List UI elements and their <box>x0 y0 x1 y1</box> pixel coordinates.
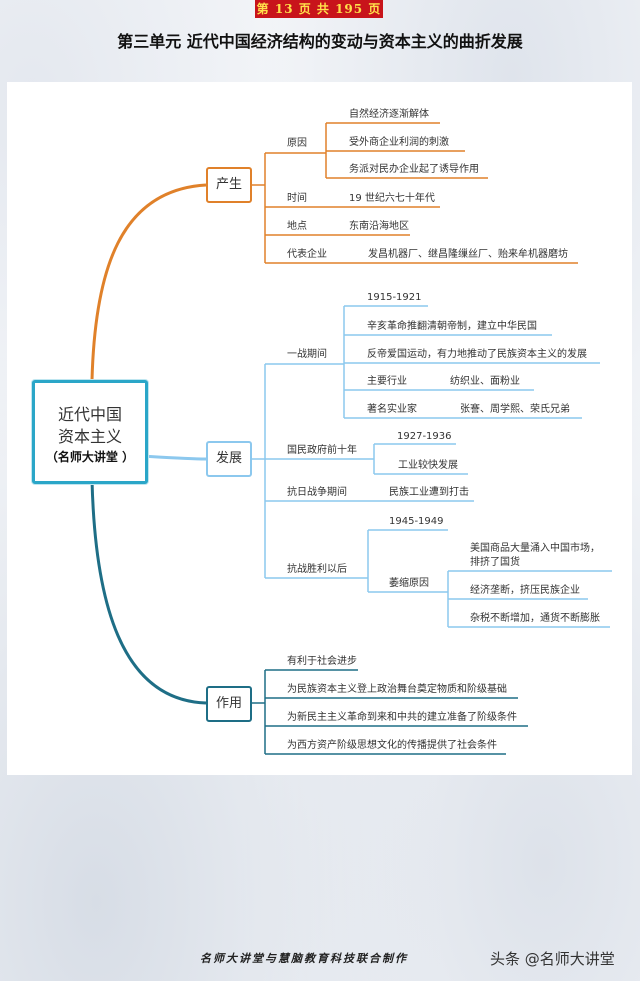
effect-item-1: 有利于社会进步 <box>287 656 357 667</box>
trunk-zuoyong <box>90 479 207 705</box>
value-shiyejia: 张謇、周学熙、荣氏兄弟 <box>460 404 570 415</box>
node-chansheng: 产生 <box>206 167 252 203</box>
trunk-fazhan <box>141 454 207 461</box>
reason-item-2: 受外商企业利润的刺激 <box>349 137 449 148</box>
effect-item-3: 为新民主主义革命到来和中共的建立准备了阶级条件 <box>287 712 517 723</box>
value-hangye: 纺织业、面粉业 <box>450 376 520 387</box>
label-yuanyin: 原因 <box>287 138 307 149</box>
label-shengli: 抗战胜利以后 <box>287 564 347 575</box>
weisuo-item-3: 杂税不断增加，通货不断膨胀 <box>470 613 600 624</box>
label-hangye: 主要行业 <box>367 376 407 387</box>
label-shiyejia: 著名实业家 <box>367 404 417 415</box>
effect-item-4: 为西方资产阶级思想文化的传播提供了社会条件 <box>287 740 497 751</box>
trunk-chansheng <box>90 183 207 381</box>
yizhan-item-2: 反帝爱国运动，有力地推动了民族资本主义的发展 <box>367 349 587 360</box>
yizhan-years: 1915-1921 <box>367 292 422 303</box>
yizhan-item-1: 辛亥革命推翻清朝帝制，建立中华民国 <box>367 321 537 332</box>
guomin-value: 工业较快发展 <box>398 460 458 471</box>
label-guomin: 国民政府前十年 <box>287 445 357 456</box>
label-kangri: 抗日战争期间 <box>287 487 347 498</box>
label-daibiao: 代表企业 <box>287 249 327 260</box>
reason-item-3: 务派对民办企业起了诱导作用 <box>349 164 479 175</box>
node-fazhan: 发展 <box>206 441 252 477</box>
node-zuoyong: 作用 <box>206 686 252 722</box>
page-number-badge: 第 13 页 共 195 页 <box>255 0 383 18</box>
value-didian: 东南沿海地区 <box>349 221 409 232</box>
kangri-value: 民族工业遭到打击 <box>389 487 469 498</box>
center-title-line1: 近代中国 <box>57 405 122 424</box>
label-didian: 地点 <box>287 221 307 232</box>
footer-watermark: 头条 @名师大讲堂 <box>490 950 615 968</box>
label-shijian: 时间 <box>287 193 307 204</box>
center-brand: （名师大讲堂 ） <box>45 450 135 464</box>
weisuo-item-1-line2: 排挤了国货 <box>470 557 520 568</box>
label-weisuo: 萎缩原因 <box>389 578 429 589</box>
value-daibiao: 发昌机器厂、继昌隆缫丝厂、贻来牟机器磨坊 <box>368 249 568 260</box>
center-node: 近代中国 资本主义 （名师大讲堂 ） <box>32 380 148 484</box>
weisuo-item-2: 经济垄断，挤压民族企业 <box>470 585 580 596</box>
effect-item-2: 为民族资本主义登上政治舞台奠定物质和阶级基础 <box>287 684 507 695</box>
label-yizhan: 一战期间 <box>287 349 327 360</box>
page-title: 第三单元 近代中国经济结构的变动与资本主义的曲折发展 <box>117 32 523 51</box>
weisuo-item-1-line1: 美国商品大量涌入中国市场， <box>470 543 600 554</box>
center-title-line2: 资本主义 <box>57 427 122 446</box>
shengli-years: 1945-1949 <box>389 516 444 527</box>
footer-credit: 名师大讲堂与慧脑教育科技联合制作 <box>200 952 408 965</box>
guomin-years: 1927-1936 <box>397 431 452 442</box>
value-shijian: 19 世纪六七十年代 <box>349 193 435 204</box>
reason-item-1: 自然经济逐渐解体 <box>349 109 429 120</box>
